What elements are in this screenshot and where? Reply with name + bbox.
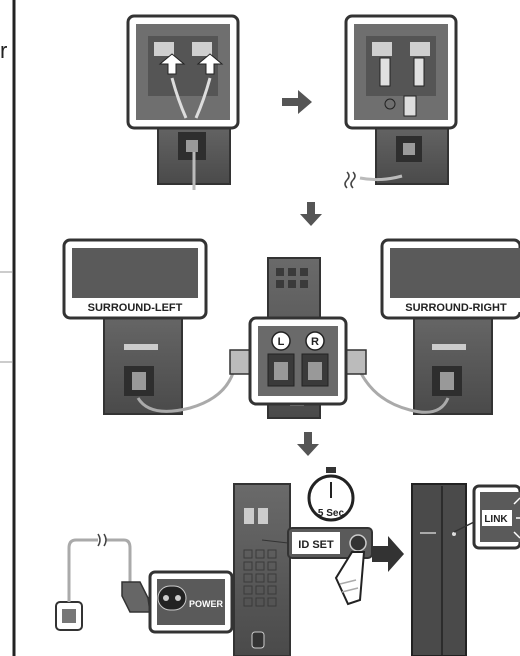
link-label: LINK: [484, 514, 508, 525]
arrow-right-icon: [282, 90, 312, 114]
finger-press-icon: [334, 551, 366, 606]
stopwatch-icon: [307, 467, 355, 522]
margin-glyph: r: [0, 38, 7, 63]
arrow-down-icon: [297, 432, 319, 456]
arrow-right-icon: [372, 536, 404, 572]
surround-left-label: SURROUND-LEFT: [88, 302, 183, 314]
power-callout: [148, 570, 234, 634]
main-unit-back-panel: [233, 483, 291, 656]
surround-right-label: SURROUND-RIGHT: [405, 302, 507, 314]
id-set-callout: [261, 527, 373, 559]
surround-right-speaker: [380, 238, 520, 415]
id-set-button[interactable]: [349, 534, 367, 552]
power-label: POWER: [189, 599, 224, 609]
power-cord: [55, 533, 151, 631]
step1-cable-after: [344, 14, 458, 189]
step1-cable-before: [126, 14, 240, 190]
cable-left: [136, 359, 238, 413]
tall-speaker-front: [411, 483, 467, 656]
terminal-right-label: R: [311, 336, 319, 348]
terminal-left-label: L: [278, 336, 285, 348]
timer-label: 5 Sec: [318, 508, 345, 519]
cable-right: [354, 361, 450, 414]
surround-left-speaker: [62, 238, 208, 415]
link-callout: [453, 484, 520, 550]
arrow-down-icon: [300, 202, 322, 226]
terminal-closeup: [229, 316, 367, 406]
id-set-label: ID SET: [298, 539, 334, 551]
